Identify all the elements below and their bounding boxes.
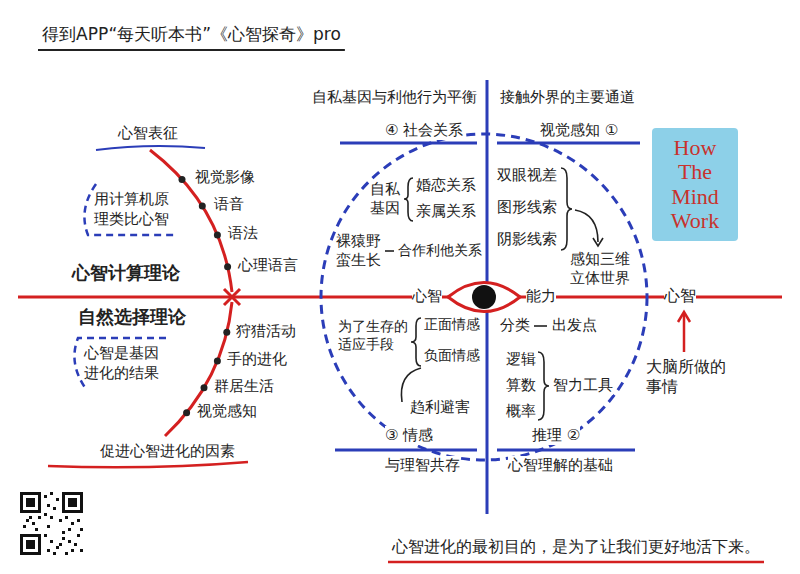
eye-pupil	[472, 285, 496, 309]
branch-item: 群居生活	[214, 377, 274, 396]
branch-dot	[223, 329, 230, 336]
quadrant-bar	[335, 143, 640, 450]
branch-dot	[224, 263, 231, 270]
node-text: 心智	[412, 287, 442, 306]
leaf-text: 负面情感	[424, 347, 480, 365]
dash-mark	[385, 250, 394, 252]
leaf-text: 逻辑	[506, 350, 536, 369]
branch-item: 视觉感知	[197, 402, 257, 421]
quadrant-theme: 接触外界的主要通道	[500, 88, 635, 107]
leaf-text: 婚恋关系	[416, 176, 476, 195]
page-caption: 心智进化的最初目的，是为了让我们更好地活下来。	[392, 537, 760, 557]
branch-item: 心理语言	[238, 256, 298, 275]
node-text: 能力	[526, 287, 556, 306]
leaf-text: 双眼视差	[497, 166, 557, 185]
title-underline	[38, 49, 345, 51]
branch-dot	[179, 176, 186, 183]
branch-dot	[214, 357, 221, 364]
arrow-head	[593, 238, 603, 246]
quadrant-theme: 心智理解的基础	[508, 456, 613, 475]
note-text: 大脑所做的事情	[646, 357, 728, 397]
circle-outline	[319, 132, 649, 462]
branch-dot	[201, 384, 208, 391]
pointer-arrow	[575, 210, 598, 242]
quadrant-title: ③ 情感	[385, 426, 433, 445]
node-text: 心智是基因进化的结果	[84, 344, 160, 383]
branch-dot	[183, 409, 190, 416]
leaf-text: 出发点	[552, 316, 597, 335]
branch-dot	[214, 232, 221, 239]
leaf-text: 自私基因	[370, 180, 402, 218]
cross-mark	[224, 289, 240, 305]
heading-underline	[48, 462, 248, 467]
branch-heading: 心智表征	[118, 124, 178, 143]
branch-item: 手的进化	[227, 350, 287, 369]
dashed-circle	[321, 134, 647, 460]
dashed-bracket-box: 用计算机原理类比心智	[76, 182, 176, 237]
eye-outline	[448, 283, 520, 312]
leaf-text: 合作利他关系	[398, 242, 482, 260]
quadrant-theme: 与理智共存	[385, 456, 460, 475]
caption-underline	[388, 561, 764, 564]
quadrant-title: ④ 社会关系	[385, 121, 463, 140]
bracket-line	[74, 338, 166, 389]
pointer-arrow	[683, 314, 686, 352]
leaf-text: 正面情感	[424, 316, 480, 334]
ability-circle: 心智 能力	[319, 132, 649, 462]
node-text: 用计算机原理类比心智	[94, 190, 170, 229]
dashed-bracket-box: 心智是基因进化的结果	[66, 336, 166, 391]
node-text: How The Mind Work	[663, 136, 727, 233]
curly-brace	[404, 178, 413, 221]
qr-code	[20, 492, 83, 555]
quadrant-theme: 自私基因与利他行为平衡	[312, 88, 477, 107]
axis-label: 心智	[664, 286, 696, 306]
branch-item: 语音	[214, 195, 244, 214]
page-title: 得到APP“每天听本书”《心智探奇》pro	[42, 24, 341, 45]
leaf-text: 智力工具	[553, 376, 613, 395]
arrow-head	[678, 312, 690, 322]
branch-dot	[199, 203, 206, 210]
qr-modules	[23, 492, 83, 555]
leaf-text: 阴影线索	[497, 230, 557, 249]
curly-brace	[411, 318, 421, 366]
leaf-text: 为了生存的适应手段	[338, 318, 410, 353]
branch-heading: 促进心智进化的因素	[100, 442, 235, 461]
leaf-text: 感知三维立体世界	[570, 250, 632, 288]
leaf-text: 亲属关系	[416, 202, 476, 221]
branch-item: 视觉影像	[195, 168, 255, 187]
theory-name: 自然选择理论	[78, 306, 186, 329]
curly-brace	[538, 352, 549, 420]
dash-mark	[534, 325, 547, 327]
bracket-line	[84, 184, 176, 235]
leaf-text: 算数	[506, 376, 536, 395]
leaf-text: 裸猿野蛮生长	[336, 232, 383, 270]
leaf-text: 概率	[506, 402, 536, 421]
branch-item: 语法	[228, 224, 258, 243]
theory-name: 心智计算理论	[72, 262, 180, 285]
leaf-text: 趋利避害	[410, 398, 470, 417]
leaf-text: 图形线索	[497, 198, 557, 217]
book-title-card: How The Mind Work	[652, 128, 738, 241]
branch-item: 狩猎活动	[236, 322, 296, 341]
pointer-curve	[401, 368, 421, 402]
quadrant-title: 推理 ②	[532, 426, 580, 445]
quadrant-title: 视觉感知 ①	[540, 121, 618, 140]
leaf-text: 分类	[500, 316, 530, 335]
curly-brace	[561, 168, 572, 250]
